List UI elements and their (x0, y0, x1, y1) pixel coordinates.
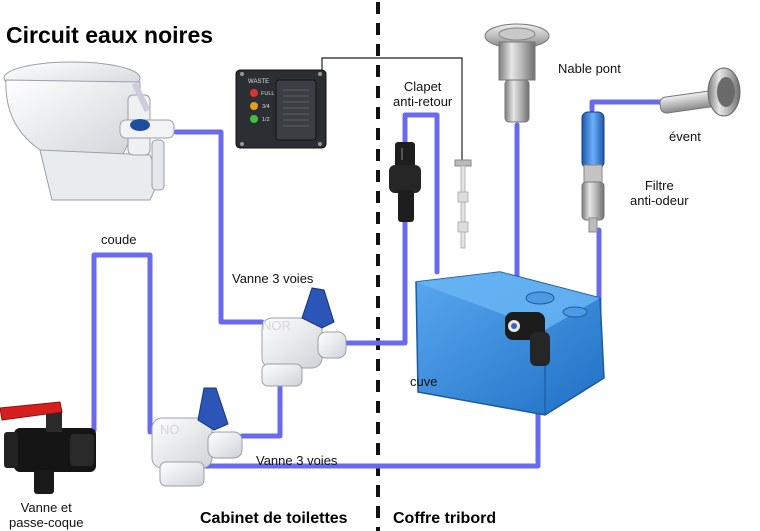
panel-brand-text: WASTE (248, 79, 269, 85)
label-event: évent (669, 129, 701, 144)
diagram-title: Circuit eaux noires (6, 22, 214, 48)
toilet-icon (3, 61, 175, 201)
pipe-toilet-to-valve (173, 129, 265, 325)
label-filtre-line1: Filtre (644, 178, 674, 193)
label-clapet-line2: anti-retour (393, 94, 453, 109)
svg-text:NO: NO (160, 422, 180, 437)
label-vanne3-top: Vanne 3 voies (232, 271, 314, 286)
sensor-wire (321, 57, 463, 160)
pump-icon (505, 312, 550, 366)
panel-level-full: FULL (261, 91, 274, 97)
level-sensor-icon (454, 159, 472, 249)
svg-text:NOR: NOR (262, 318, 291, 333)
label-clapet: Clapet anti-retour (393, 79, 452, 109)
label-nable: Nable pont (558, 61, 621, 76)
label-filtre: Filtre anti-odeur (630, 178, 689, 208)
panel-level-3-4: 3/4 (262, 104, 270, 110)
pipe-valve-link (239, 382, 283, 439)
deck-fitting-icon (484, 23, 550, 123)
label-vanne-passe: Vanne et passe-coque (9, 500, 83, 530)
label-vanne3-bottom: Vanne 3 voies (256, 453, 338, 468)
pipe-intake (91, 252, 153, 435)
vent-icon (659, 67, 741, 117)
label-vanne-passe-line1: Vanne et (20, 500, 72, 515)
panel-level-1-2: 1/2 (262, 117, 270, 123)
filter-icon (581, 111, 605, 233)
label-clapet-line1: Clapet (403, 79, 442, 94)
label-coude: coude (101, 232, 137, 247)
level-panel-icon: WASTE FULL 3/4 1/2 (235, 69, 327, 149)
section-left-label: Cabinet de toilettes (200, 510, 348, 527)
label-filtre-line2: anti-odeur (630, 193, 689, 208)
pipe-vent-top (589, 99, 665, 113)
three-way-valve-icon-top: NOR (261, 287, 347, 387)
tank-icon (415, 271, 605, 416)
label-cuve: cuve (410, 374, 438, 389)
three-way-valve-icon-bottom: NO (151, 387, 243, 487)
label-vanne-passe-line2: passe-coque (9, 515, 84, 530)
seacock-icon (0, 401, 96, 494)
check-valve-icon (389, 142, 421, 222)
pipe-valve-to-tank (342, 112, 440, 346)
section-right-label: Coffre tribord (393, 510, 497, 527)
